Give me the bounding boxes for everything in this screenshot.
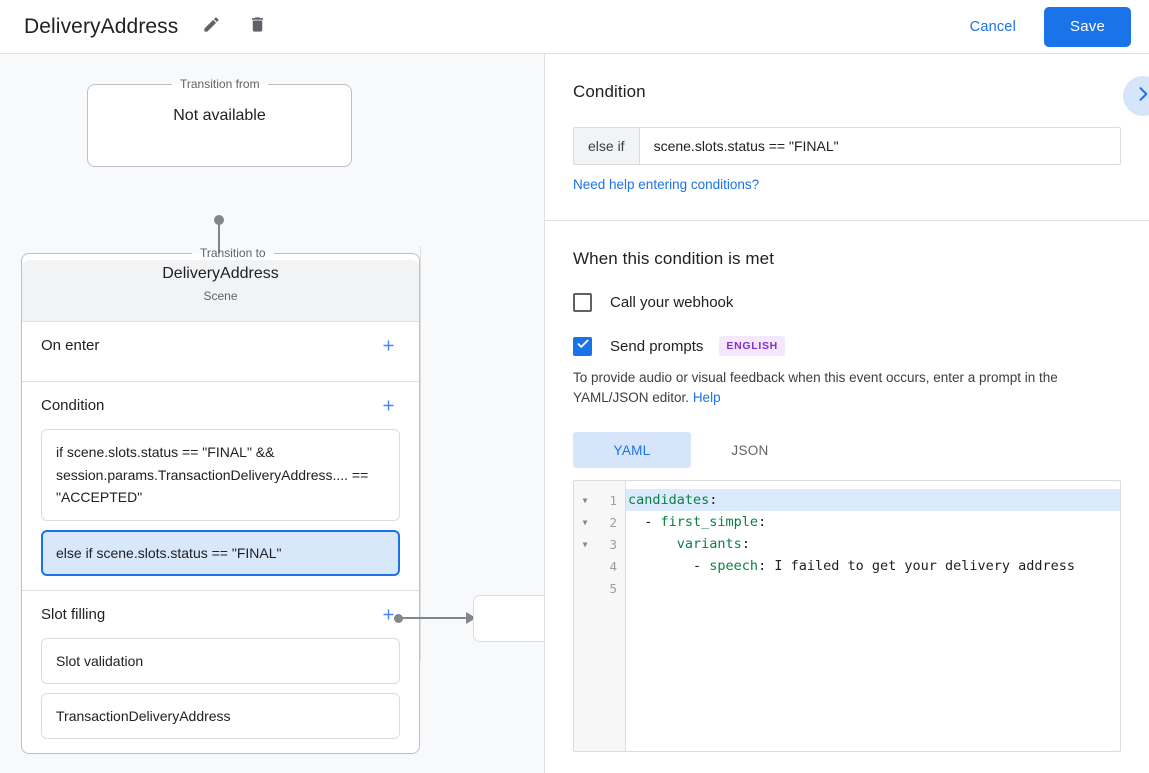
section-slot-filling: Slot filling Slot validation Transaction…	[22, 591, 419, 753]
call-webhook-checkbox[interactable]	[573, 293, 592, 312]
line-number: 5	[609, 580, 617, 596]
section-condition: Condition if scene.slots.status == "FINA…	[22, 382, 419, 591]
line-number: 1	[609, 492, 617, 508]
chevron-right-icon	[1133, 84, 1149, 109]
connector-dot	[394, 614, 403, 623]
fold-arrow-icon[interactable]: ▼	[582, 495, 588, 505]
prompts-description-text: To provide audio or visual feedback when…	[573, 370, 1058, 405]
plus-icon	[380, 397, 397, 414]
scene-name: DeliveryAddress	[162, 265, 279, 282]
language-badge: ENGLISH	[719, 336, 785, 356]
code-line[interactable]: candidates:	[626, 489, 1120, 511]
gutter-line[interactable]: ▼2	[574, 511, 625, 533]
code-line[interactable]: - first_simple:	[628, 514, 767, 530]
connector-arrowhead	[466, 612, 476, 624]
page-title: DeliveryAddress	[24, 14, 179, 38]
transition-from-node[interactable]: Transition from Not available	[87, 77, 352, 167]
condition-prefix-label: else if	[574, 128, 640, 164]
top-bar: DeliveryAddress Cancel Save	[0, 0, 1149, 54]
top-bar-actions: Cancel Save	[962, 6, 1131, 47]
edit-name-button[interactable]	[196, 12, 226, 42]
prompts-description: To provide audio or visual feedback when…	[573, 368, 1121, 408]
code-line[interactable]	[626, 577, 1120, 599]
tab-yaml[interactable]: YAML	[573, 432, 691, 468]
prompts-help-link[interactable]: Help	[692, 390, 721, 405]
code-line[interactable]: variants:	[676, 536, 750, 552]
section-title-slot-filling: Slot filling	[41, 605, 106, 623]
connector-line	[218, 220, 220, 265]
editor-format-tabs: YAML JSON	[573, 432, 1121, 468]
add-on-enter-button[interactable]	[376, 334, 400, 358]
condition-block: Condition else if Need help entering con…	[545, 54, 1149, 221]
transition-from-legend: Transition from	[180, 77, 260, 91]
scene-type-label: Scene	[203, 289, 238, 303]
send-prompts-checkbox[interactable]	[573, 336, 592, 356]
scene-graph-canvas[interactable]: Transition from Not available Transition…	[0, 54, 545, 773]
cancel-button[interactable]: Cancel	[962, 10, 1024, 44]
fold-arrow-icon[interactable]: ▼	[582, 539, 588, 549]
transition-from-value: Not available	[173, 107, 266, 124]
send-prompts-label: Send prompts	[610, 337, 704, 355]
code-line[interactable]: - speech: I failed to get your delivery …	[628, 558, 1076, 574]
slot-validation-card[interactable]: Slot validation	[41, 637, 400, 684]
condition-card-selected[interactable]: else if scene.slots.status == "FINAL"	[41, 529, 400, 576]
main-body: Transition from Not available Transition…	[0, 54, 1149, 773]
condition-help-link[interactable]: Need help entering conditions?	[573, 177, 760, 192]
prompt-code-editor[interactable]: ▼1 ▼2 ▼3 4 5 candidates: - first_simple:…	[573, 480, 1121, 752]
section-title-condition: Condition	[41, 397, 105, 414]
gutter-line[interactable]: 5	[574, 577, 625, 599]
fold-arrow-icon[interactable]: ▼	[582, 517, 588, 527]
slot-card[interactable]: TransactionDeliveryAddress	[41, 692, 400, 739]
condition-details-panel: Condition else if Need help entering con…	[545, 54, 1149, 773]
add-slot-filling-button[interactable]	[376, 602, 400, 626]
section-on-enter: On enter	[22, 322, 419, 382]
condition-input-row[interactable]: else if	[573, 127, 1121, 165]
target-node-stub[interactable]	[473, 595, 544, 642]
transition-to-node[interactable]: Transition to DeliveryAddress Scene On e…	[21, 246, 420, 754]
condition-card[interactable]: if scene.slots.status == "FINAL" && sess…	[41, 429, 400, 521]
editor-code-area[interactable]: candidates: - first_simple: variants: - …	[626, 481, 1120, 751]
gutter-line[interactable]: ▼1	[574, 489, 625, 511]
line-number: 4	[609, 558, 617, 574]
webhook-row[interactable]: Call your webhook	[573, 293, 1121, 312]
save-button[interactable]: Save	[1044, 6, 1131, 47]
plus-icon	[380, 337, 397, 354]
gutter-line[interactable]: 4	[574, 555, 625, 577]
transition-to-header: DeliveryAddress Scene	[22, 260, 419, 322]
delete-button[interactable]	[242, 12, 272, 42]
expand-panel-button[interactable]	[1123, 76, 1149, 116]
condition-expression-input[interactable]	[639, 128, 1120, 164]
pencil-icon	[202, 15, 221, 39]
gutter-line[interactable]: ▼3	[574, 533, 625, 555]
condition-heading: Condition	[573, 82, 646, 101]
when-met-heading: When this condition is met	[573, 249, 775, 268]
section-header: On enter	[41, 322, 400, 369]
send-prompts-row[interactable]: Send prompts ENGLISH	[573, 336, 1121, 356]
call-webhook-label: Call your webhook	[610, 294, 734, 311]
transition-to-legend: Transition to	[200, 246, 266, 260]
canvas-vertical-rule	[420, 246, 421, 661]
connector-line	[402, 617, 468, 619]
section-title-on-enter: On enter	[41, 337, 100, 354]
when-condition-met-block: When this condition is met Call your web…	[545, 221, 1149, 773]
line-number: 3	[609, 536, 617, 552]
section-header: Slot filling	[41, 591, 400, 638]
line-number: 2	[609, 514, 617, 530]
editor-gutter: ▼1 ▼2 ▼3 4 5	[574, 481, 626, 751]
plus-icon	[380, 606, 397, 623]
add-condition-button[interactable]	[376, 394, 400, 418]
trash-icon	[248, 15, 267, 39]
section-header: Condition	[41, 382, 400, 429]
tab-json[interactable]: JSON	[731, 442, 769, 458]
checkmark-icon	[576, 337, 590, 356]
